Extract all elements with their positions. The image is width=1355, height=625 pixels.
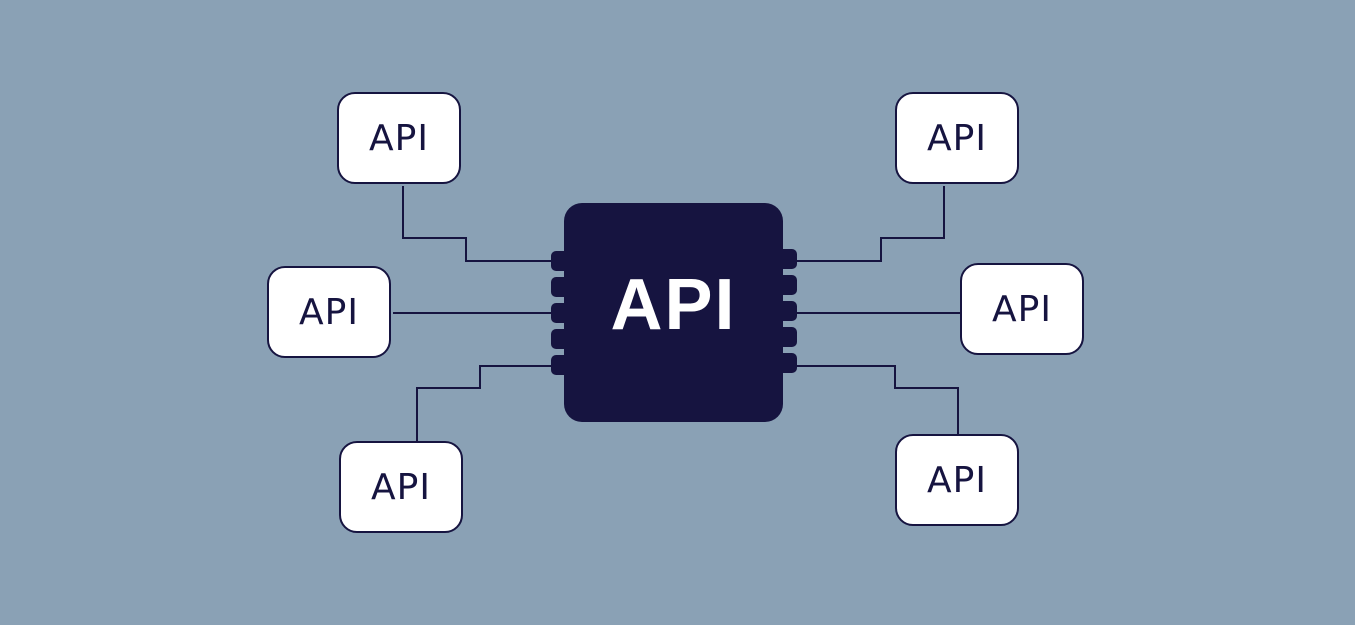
api-node-label: API (927, 459, 987, 501)
connector-bottom-right (792, 365, 959, 434)
api-node-middle-right: API (960, 263, 1084, 355)
api-node-label: API (299, 291, 359, 333)
api-node-label: API (927, 117, 987, 159)
central-api-chip: API (564, 203, 783, 422)
connector-bottom-left (416, 365, 556, 441)
api-node-top-left: API (337, 92, 461, 184)
connector-top-left (402, 186, 556, 262)
api-node-top-right: API (895, 92, 1019, 184)
api-node-label: API (992, 288, 1052, 330)
api-node-label: API (371, 466, 431, 508)
central-api-label: API (610, 264, 737, 345)
api-node-bottom-right: API (895, 434, 1019, 526)
api-node-bottom-left: API (339, 441, 463, 533)
api-node-middle-left: API (267, 266, 391, 358)
api-node-label: API (369, 117, 429, 159)
connector-top-right (792, 186, 945, 262)
